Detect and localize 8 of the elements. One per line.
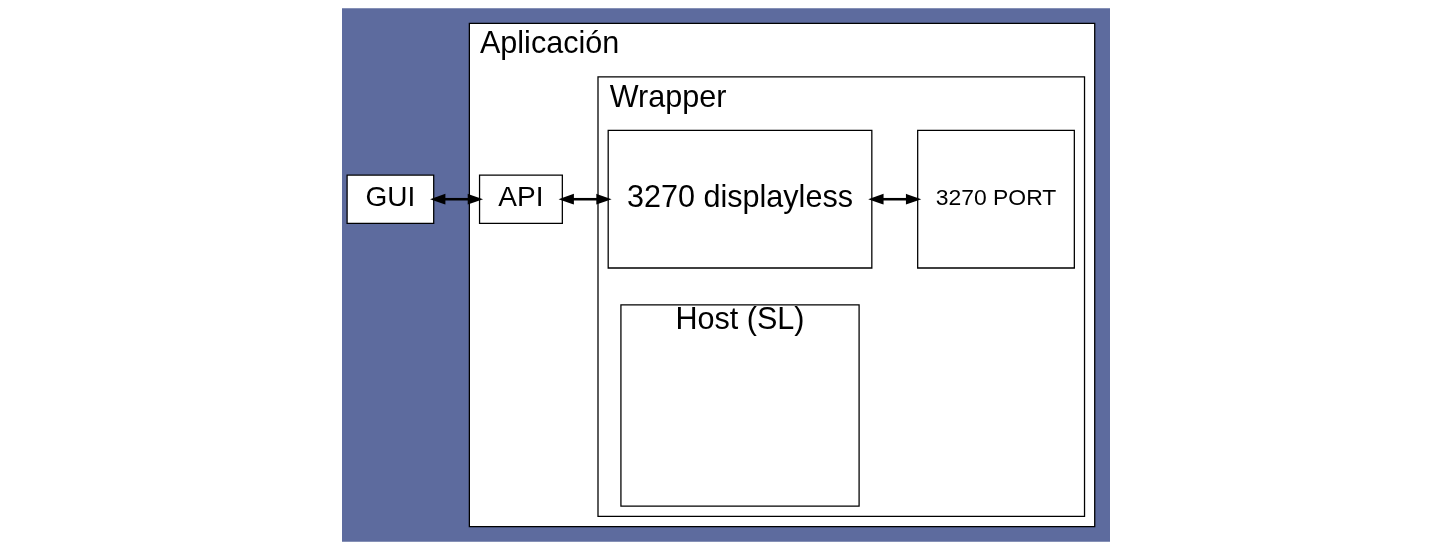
arrow xyxy=(430,193,484,205)
node-box: Host (SL) xyxy=(620,304,860,507)
node-box: GUI xyxy=(346,174,435,225)
node-box: 3270 displayless xyxy=(607,129,873,269)
node-box: API xyxy=(478,174,563,225)
arrow xyxy=(868,193,922,205)
node-box: 3270 PORT xyxy=(917,129,1075,269)
arrow xyxy=(558,193,612,205)
